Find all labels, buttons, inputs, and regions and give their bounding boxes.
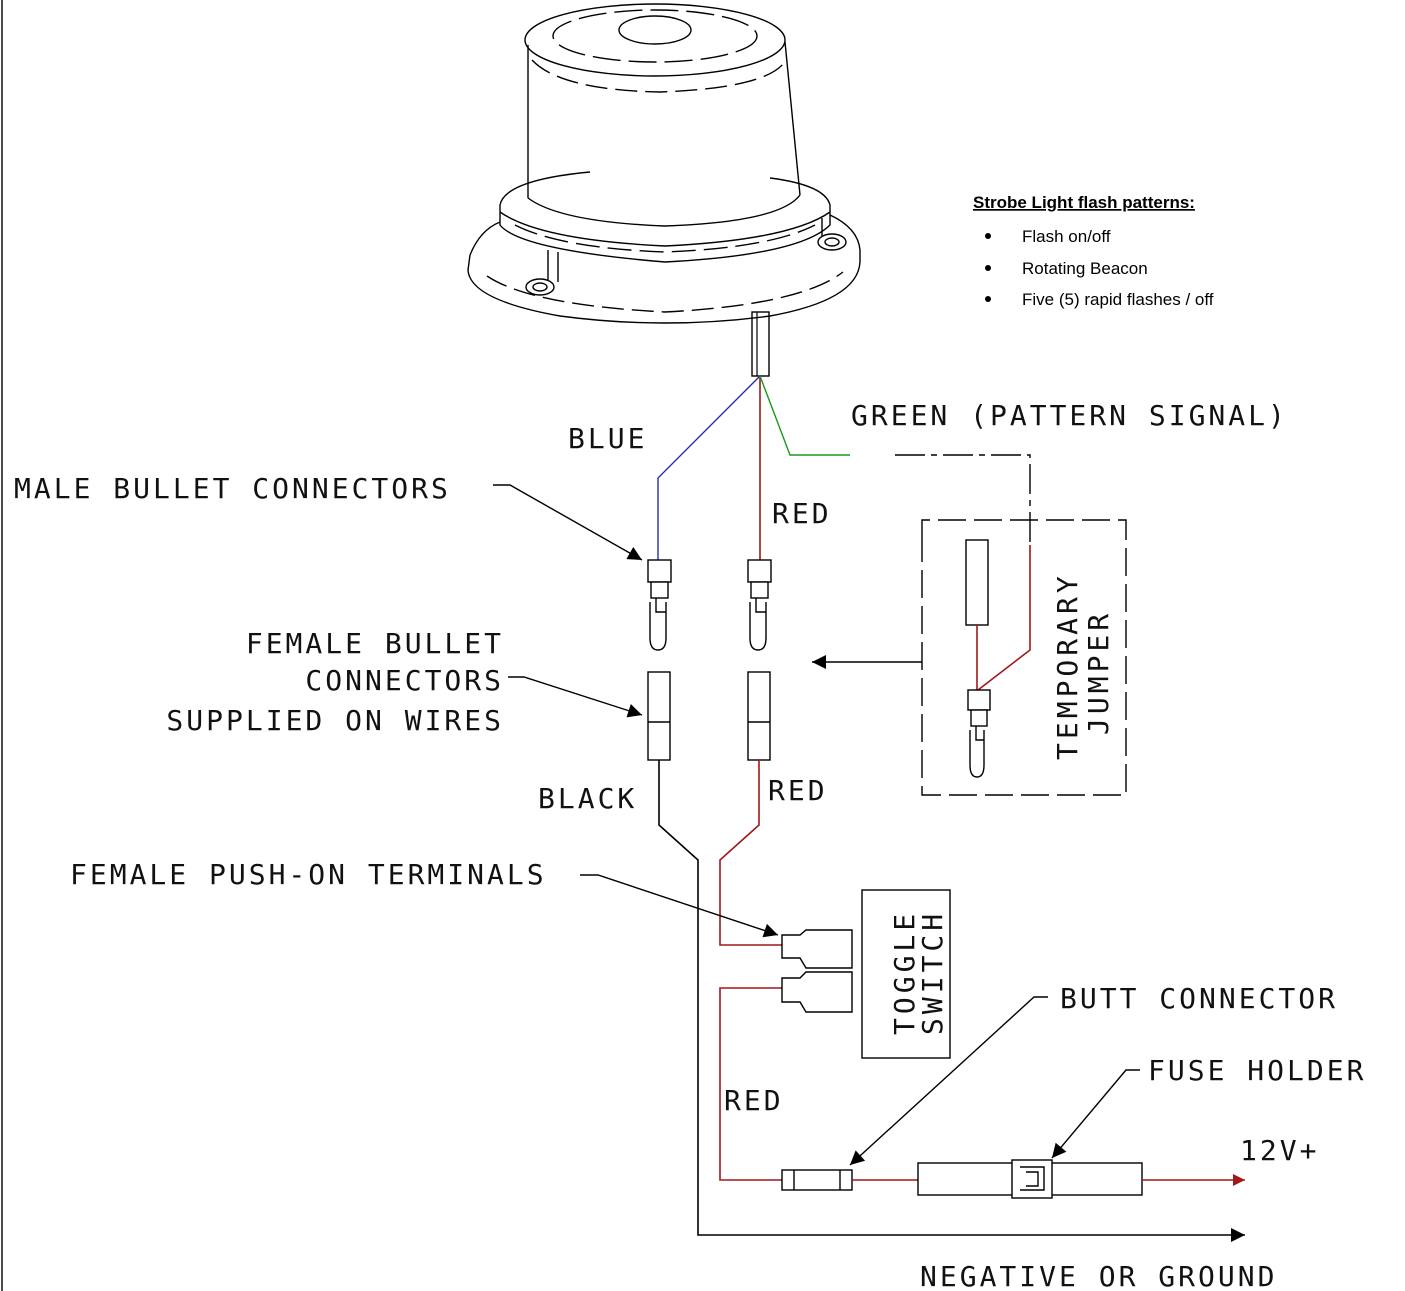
temporary-jumper-label-line2: JUMPER [1082,610,1115,735]
female-bullet-label-line3: SUPPLIED ON WIRES [166,704,504,737]
red-wire-label-mid: RED [768,774,828,807]
male-bullet-connector-right-icon [747,559,772,651]
flash-patterns-legend: Strobe Light flash patterns: Flash on/of… [973,193,1214,309]
female-bullet-leader [508,676,643,718]
male-bullet-leader [493,484,643,561]
toggle-switch-label-line1: TOGGLE [888,910,921,1035]
butt-connector-icon [781,1169,853,1191]
bullet-icon [985,233,991,239]
butt-connector-leader [849,996,1048,1166]
red-wire-to-switch [719,760,782,946]
bullet-icon [985,265,991,271]
butt-connector-label: BUTT CONNECTOR [1060,982,1338,1015]
blue-wire [657,375,761,560]
push-on-terminal-lower-icon [781,971,853,1013]
fuse-holder-leader [1051,1069,1140,1159]
push-on-leader [580,874,779,938]
black-ground-wire [658,760,1245,1242]
male-bullet-connector-left-icon [647,559,672,651]
female-bullet-connector-left-icon [647,671,671,761]
legend-item-five-flashes: Five (5) rapid flashes / off [1022,290,1214,309]
legend-item-flash: Flash on/off [1022,227,1111,246]
temporary-jumper-box [921,519,1127,796]
red-wire-from-switch [719,987,782,1181]
legend-item-rotating: Rotating Beacon [1022,259,1148,278]
female-bullet-label-line1: FEMALE BULLET [246,627,504,660]
green-wire-label: GREEN (PATTERN SIGNAL) [851,399,1288,432]
male-bullet-label: MALE BULLET CONNECTORS [14,472,451,505]
green-wire-dashed [895,454,1031,545]
push-on-terminal-upper-icon [781,929,853,969]
toggle-switch-box [861,889,951,1059]
push-on-terminals-label: FEMALE PUSH-ON TERMINALS [70,858,547,891]
bullet-icon [985,296,991,302]
toggle-switch-label-line2: SWITCH [916,910,949,1035]
red-wire-label-top: RED [772,497,832,530]
fuse-holder-label: FUSE HOLDER [1148,1054,1366,1087]
12v-label: 12V+ [1240,1134,1319,1167]
fuse-holder-icon [917,1159,1143,1199]
blue-wire-label: BLUE [568,422,647,455]
green-wire [759,375,850,456]
black-wire-label: BLACK [538,782,637,815]
red-wire-label-low: RED [724,1084,784,1117]
ground-label: NEGATIVE OR GROUND [920,1260,1277,1291]
temporary-jumper-label-line1: TEMPORARY [1051,572,1084,760]
strobe-light-icon [467,3,861,377]
female-bullet-connector-right-icon [747,671,771,761]
female-bullet-label-line2: CONNECTORS [305,664,504,697]
legend-title: Strobe Light flash patterns: [973,193,1195,212]
